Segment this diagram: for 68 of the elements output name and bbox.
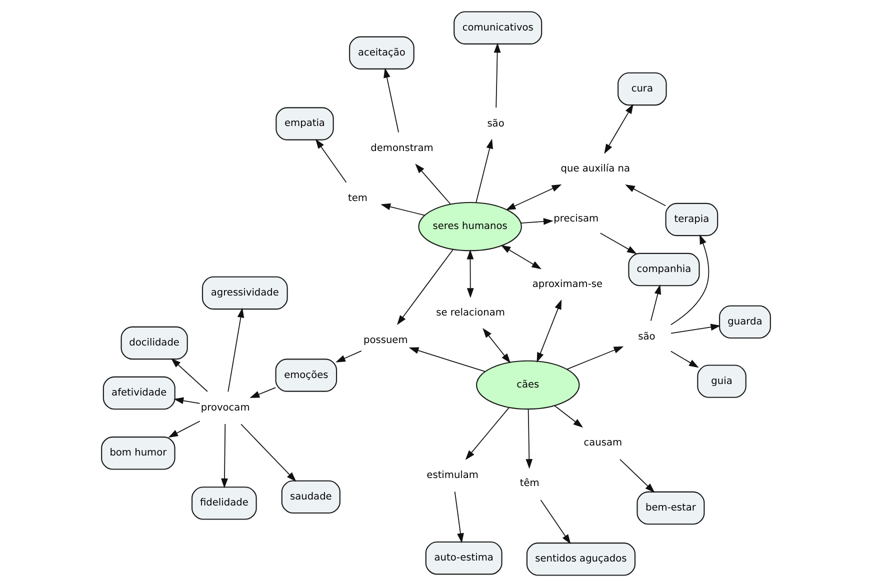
node-text: tem bbox=[347, 193, 367, 204]
node-text: causam bbox=[583, 438, 622, 449]
arrow bbox=[566, 346, 624, 370]
node-text: são bbox=[638, 332, 655, 343]
arrow bbox=[540, 500, 570, 544]
arrow bbox=[525, 408, 532, 469]
node-text: estimulam bbox=[426, 470, 478, 481]
node-text: provocam bbox=[200, 402, 250, 414]
arrow bbox=[670, 234, 709, 326]
node-text: demonstram bbox=[370, 143, 433, 154]
node-box: bem-estar bbox=[636, 491, 704, 525]
node-text: são bbox=[486, 118, 504, 130]
arrow bbox=[173, 397, 200, 404]
node-box: saudade bbox=[280, 480, 340, 514]
arrow bbox=[466, 250, 474, 298]
arrow bbox=[670, 350, 698, 368]
node-text: possuem bbox=[363, 334, 408, 346]
arrow bbox=[414, 164, 450, 204]
arrow bbox=[335, 350, 362, 362]
node-box: auto-estima bbox=[424, 541, 502, 575]
node-box: companhia bbox=[628, 252, 700, 286]
arrow bbox=[619, 459, 654, 493]
node-box: emoções bbox=[274, 358, 337, 392]
node-box: guarda bbox=[718, 305, 770, 339]
arrow bbox=[493, 42, 500, 108]
arrow bbox=[396, 249, 453, 326]
node-box: sentidos aguçados bbox=[526, 542, 636, 576]
node-box: fidelidade bbox=[191, 486, 256, 520]
arrow bbox=[482, 328, 510, 364]
node-box: bom humor bbox=[100, 436, 175, 470]
arrow bbox=[554, 405, 583, 428]
arrow bbox=[475, 138, 492, 203]
node-box: empatia bbox=[275, 107, 334, 140]
node-text: precisam bbox=[553, 214, 598, 225]
arrow bbox=[604, 104, 633, 154]
node-box: afetividade bbox=[102, 376, 175, 410]
node-box: docilidade bbox=[120, 326, 188, 360]
arrow bbox=[249, 387, 276, 398]
node-text: que auxilía na bbox=[560, 163, 630, 174]
node-ellipse: cães bbox=[476, 360, 580, 410]
node-box: terapia bbox=[664, 202, 718, 236]
arrow bbox=[599, 232, 636, 254]
node-box: cura bbox=[617, 72, 666, 106]
node-box: agressividade bbox=[201, 276, 288, 310]
node-box: aceitação bbox=[348, 36, 414, 70]
arrow bbox=[520, 218, 553, 225]
arrow bbox=[408, 347, 486, 372]
arrow bbox=[168, 420, 200, 438]
arrow bbox=[240, 424, 296, 482]
node-text: aproximam-se bbox=[532, 279, 602, 290]
arrow bbox=[500, 244, 542, 270]
node-box: guia bbox=[696, 364, 746, 398]
arrow bbox=[505, 184, 562, 210]
arrow bbox=[670, 324, 720, 334]
node-box: comunicativos bbox=[453, 11, 542, 44]
node-text: se relacionam bbox=[436, 307, 504, 318]
arrow bbox=[170, 358, 208, 392]
arrow bbox=[227, 308, 244, 392]
arrow bbox=[220, 424, 228, 488]
node-text: têm bbox=[519, 478, 539, 490]
arrow bbox=[464, 407, 510, 460]
arrow bbox=[380, 203, 425, 216]
arrow bbox=[536, 300, 562, 362]
arrow bbox=[383, 68, 398, 133]
arrow bbox=[454, 491, 464, 544]
arrow bbox=[314, 138, 346, 183]
arrow bbox=[650, 284, 661, 322]
arrow bbox=[624, 184, 666, 206]
